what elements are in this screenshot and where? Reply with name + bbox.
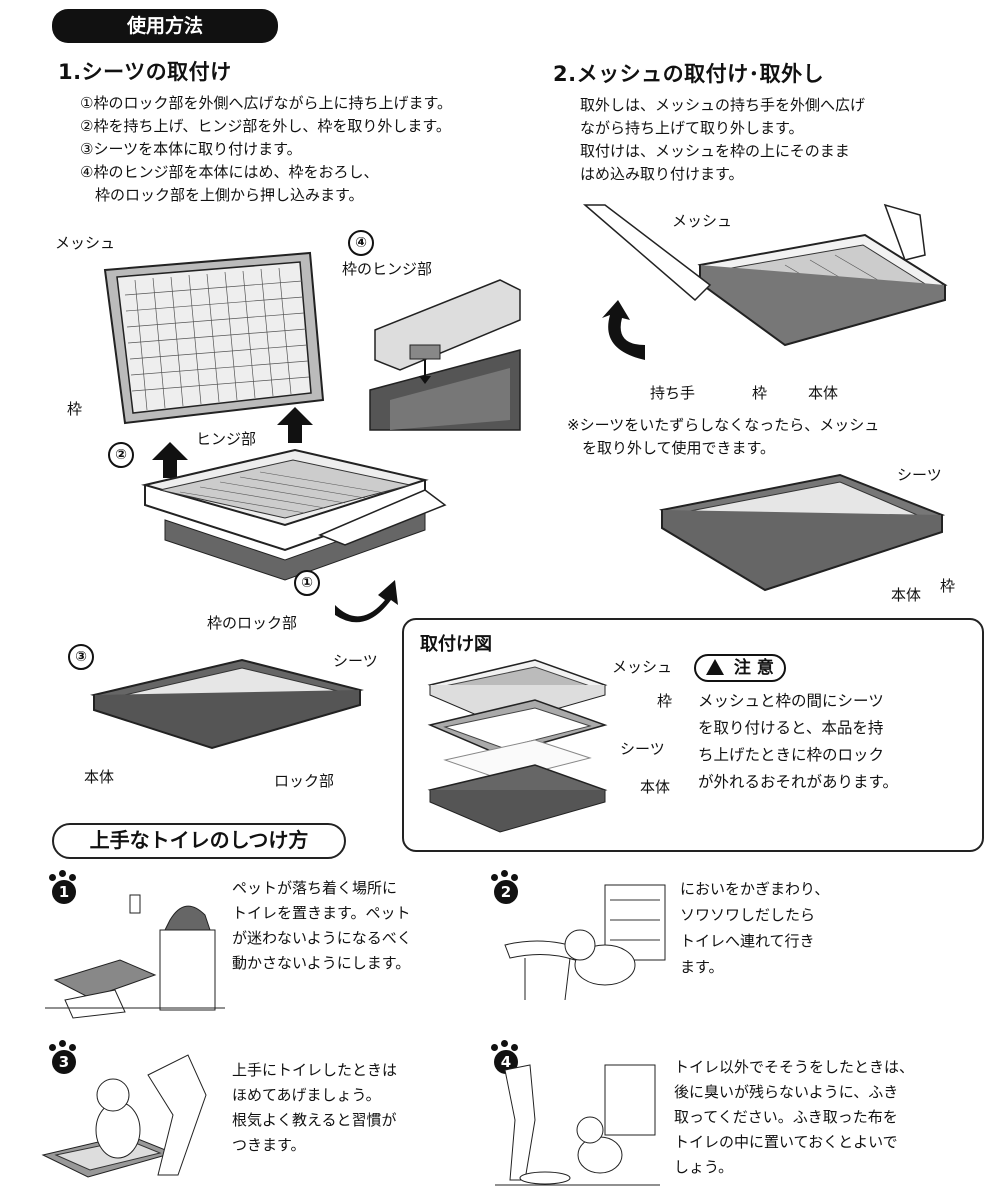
label-lock: ロック部: [274, 772, 335, 790]
dog-sniffing-illustration: [504, 884, 666, 1001]
usage-title: 使用方法: [126, 15, 203, 37]
sheet-in-frame-illustration: [659, 473, 946, 592]
note-line: ※シーツをいたずらしなくなったら、メッシュ: [567, 416, 880, 434]
training-step-3-text: 上手にトイレしたときは ほめてあげましょう。 根気よく教えると習慣が つきます。: [232, 1058, 397, 1158]
step-line: ①枠のロック部を外側へ広げながら上に持ち上げます。: [80, 94, 452, 112]
mesh-removal-illustration: [582, 203, 948, 347]
training-step-2-text: においをかぎまわり、 ソワソワしだしたら トイレへ連れて行き ます。: [680, 876, 829, 980]
exploded-layers-illustration: [427, 659, 608, 833]
curved-up-arrow-icon: [602, 300, 645, 360]
text-line: 根気よく教えると習慣が: [232, 1111, 397, 1129]
curved-up-arrow-icon: [335, 580, 398, 623]
label-body-1: 本体: [84, 768, 115, 786]
step-marker-3: ③: [68, 644, 94, 670]
section1-steps: ①枠のロック部を外側へ広げながら上に持ち上げます。 ②枠を持ち上げ、ヒンジ部を外…: [80, 92, 452, 207]
label-body-2: 本体: [808, 384, 839, 402]
label-hinge: ヒンジ部: [196, 430, 257, 448]
praising-dog-illustration: [41, 1054, 207, 1178]
text-line: つきます。: [232, 1136, 306, 1154]
label-frame-4: 枠: [657, 692, 673, 710]
text-line: 取ってください。ふき取った布を: [674, 1108, 898, 1126]
caution-line: ち上げたときに枠のロック: [698, 746, 885, 764]
label-body-4: 本体: [640, 778, 671, 796]
text-line: トイレを置きます。ペット: [232, 904, 411, 922]
hinge-detail-illustration: [369, 279, 521, 431]
paw-icon-3: 3: [46, 1040, 80, 1074]
install-box-title: 取付け図: [420, 634, 492, 655]
label-mesh-3: メッシュ: [612, 658, 673, 676]
text-line: 動かさないようにします。: [232, 954, 411, 972]
caution-line: を取り付けると、本品を持: [698, 719, 884, 737]
step-marker-4: ④: [348, 230, 374, 256]
caution-line: が外れるおそれがあります。: [698, 773, 898, 791]
label-handle: 持ち手: [650, 384, 696, 402]
label-frame-3: 枠: [940, 577, 956, 595]
text-line: 後に臭いが残らないように、ふき: [674, 1083, 899, 1101]
text-line: ほめてあげましょう。: [232, 1086, 381, 1104]
text-line: ます。: [680, 958, 724, 976]
tray-lifting-illustration: [141, 448, 447, 581]
text-line: ソワソワしだしたら: [680, 906, 816, 924]
label-mesh-2: メッシュ: [672, 212, 733, 230]
up-arrow-icon: [277, 407, 313, 443]
step-line: ③シーツを本体に取り付けます。: [80, 140, 302, 158]
caution-title: 注 意: [733, 658, 774, 678]
text-line: トイレへ連れて行き: [680, 932, 815, 950]
label-sheet-2: シーツ: [897, 466, 942, 484]
step-line: ④枠のヒンジ部を本体にはめ、枠をおろし、: [80, 163, 379, 181]
install-diagram-box: [402, 618, 984, 852]
training-title: 上手なトイレのしつけ方: [89, 828, 309, 852]
caution-text: メッシュと枠の間にシーツ を取り付けると、本品を持 ち上げたときに枠のロック が…: [698, 688, 898, 796]
caution-tag: 注 意: [694, 654, 786, 682]
caution-line: メッシュと枠の間にシーツ: [698, 692, 884, 710]
label-body-3: 本体: [891, 586, 922, 604]
text-line: が迷わないようになるべく: [232, 929, 412, 947]
training-step-1-text: ペットが落ち着く場所に トイレを置きます。ペット が迷わないようになるべく 動か…: [232, 876, 412, 976]
section2-title: 2.メッシュの取付け･取外し: [553, 62, 825, 86]
paw-icon-2: 2: [488, 870, 522, 904]
training-title-banner: 上手なトイレのしつけ方: [52, 823, 346, 859]
frame-with-mesh-illustration: [103, 251, 325, 425]
usage-title-banner: 使用方法: [52, 9, 278, 43]
text-line: においをかぎまわり、: [680, 880, 830, 898]
text-line: しょう。: [674, 1158, 734, 1176]
step-line: ②枠を持ち上げ、ヒンジ部を外し、枠を取り外します。: [80, 117, 451, 135]
toilet-placement-illustration: [45, 894, 225, 1019]
label-frame-2: 枠: [752, 384, 768, 402]
label-frame-hinge: 枠のヒンジ部: [342, 260, 433, 278]
label-frame-1: 枠: [67, 400, 83, 418]
section2-text: 取外しは、メッシュの持ち手を外側へ広げ ながら持ち上げて取り外します。 取付けは…: [580, 94, 865, 186]
sheet-on-body-illustration: [90, 658, 364, 750]
label-sheet-1: シーツ: [333, 652, 378, 670]
text-line: ながら持ち上げて取り外します。: [580, 119, 804, 137]
section1-title: 1.シーツの取付け: [58, 60, 232, 84]
text-line: はめ込み取り付けます。: [580, 165, 744, 183]
warning-triangle-icon: [706, 659, 724, 675]
note-line: を取り外して使用できます。: [567, 439, 776, 457]
text-line: 取外しは、メッシュの持ち手を外側へ広げ: [580, 96, 866, 114]
label-sheet-3: シーツ: [620, 740, 665, 758]
step-marker-2: ②: [108, 442, 134, 468]
step-line: 枠のロック部を上側から押し込みます。: [80, 186, 364, 204]
text-line: 上手にトイレしたときは: [232, 1061, 398, 1079]
step-marker-1: ①: [294, 570, 320, 596]
up-arrow-icon: [152, 442, 188, 478]
paw-icon-1: 1: [46, 870, 80, 904]
training-step-4-text: トイレ以外でそそうをしたときは、 後に臭いが残らないように、ふき 取ってください…: [674, 1055, 914, 1180]
text-line: トイレの中に置いておくとよいで: [674, 1133, 898, 1151]
cleaning-accident-illustration: [495, 1064, 660, 1186]
label-frame-lock: 枠のロック部: [207, 614, 298, 632]
text-line: トイレ以外でそそうをしたときは、: [674, 1058, 915, 1076]
label-mesh-1: メッシュ: [55, 234, 116, 252]
section2-note: ※シーツをいたずらしなくなったら、メッシュ を取り外して使用できます。: [567, 414, 879, 460]
text-line: ペットが落ち着く場所に: [232, 879, 398, 897]
text-line: 取付けは、メッシュを枠の上にそのまま: [580, 142, 850, 160]
